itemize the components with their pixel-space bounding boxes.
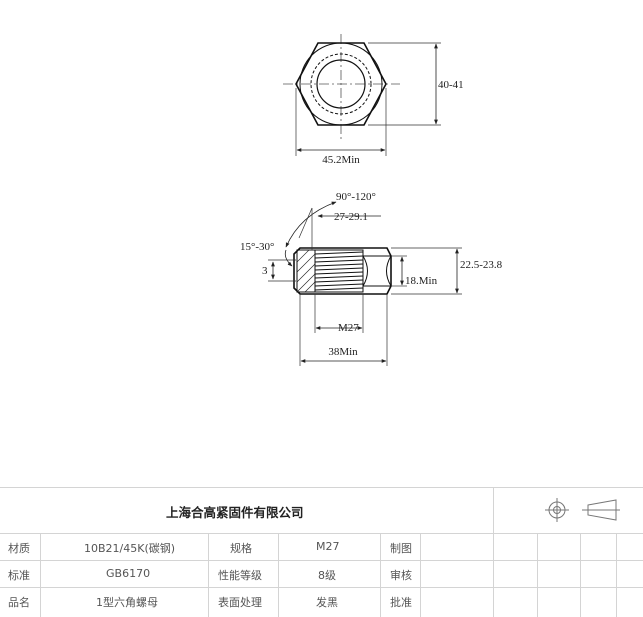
bevel-angle-label: 15°-30° xyxy=(240,241,274,253)
projection-symbol-icon xyxy=(545,498,620,522)
technical-drawing: 45.2Min 40-41 90°-120° xyxy=(240,34,503,366)
label-material: 材质 xyxy=(8,542,30,555)
thread-label: M27 xyxy=(338,322,359,334)
title-block: 上海合高紧固件有限公司 材质 10B21/45K(碳钢) 规格 M27 制图 标… xyxy=(0,487,643,617)
top-view-hex: 45.2Min 40-41 xyxy=(283,34,464,166)
section-hatching xyxy=(296,249,316,293)
min-height-label: 18.Min xyxy=(405,275,438,287)
overall-width-label: 38Min xyxy=(328,346,358,358)
label-standard: 标准 xyxy=(8,569,30,582)
value-spec: M27 xyxy=(316,540,340,553)
thread-lines xyxy=(314,251,364,291)
value-standard: GB6170 xyxy=(106,567,151,580)
thread-region xyxy=(314,249,364,293)
label-drawn: 制图 xyxy=(390,542,412,555)
side-view-section: 90°-120° 27-29.1 15°-30° 3 22.5-23.8 18.… xyxy=(240,191,503,366)
chamfer-angle-label: 90°-120° xyxy=(336,191,376,203)
chamfer-angle-arc xyxy=(285,201,337,248)
hex-outline xyxy=(295,42,387,126)
label-surface: 表面处理 xyxy=(218,596,262,609)
total-height-label: 22.5-23.8 xyxy=(460,259,503,271)
counterbore-label: 27-29.1 xyxy=(334,211,368,223)
value-product: 1型六角螺母 xyxy=(96,596,158,609)
label-spec: 规格 xyxy=(230,542,252,555)
chamfer-leader-line xyxy=(298,207,313,239)
label-review: 审核 xyxy=(390,569,412,582)
value-surface: 发黑 xyxy=(316,596,338,609)
label-approve: 批准 xyxy=(390,596,412,609)
bevel-angle-arc xyxy=(284,249,293,267)
flat-arc-right xyxy=(386,255,392,287)
label-product: 品名 xyxy=(8,596,30,609)
thread-major-circle xyxy=(310,53,372,115)
dim3-label: 3 xyxy=(262,265,268,277)
nut-side-outline xyxy=(293,247,392,295)
title-block-grid xyxy=(0,487,643,617)
top-height-label: 40-41 xyxy=(438,79,464,91)
thread-minor-circle xyxy=(316,59,366,109)
company-name: 上海合高紧固件有限公司 xyxy=(166,505,304,520)
label-grade: 性能等级 xyxy=(218,569,262,582)
top-width-label: 45.2Min xyxy=(322,154,360,166)
bearing-face-circle xyxy=(299,42,383,126)
value-grade: 8级 xyxy=(318,569,336,582)
value-material: 10B21/45K(碳钢) xyxy=(84,542,176,555)
flat-arc-left xyxy=(362,255,368,287)
